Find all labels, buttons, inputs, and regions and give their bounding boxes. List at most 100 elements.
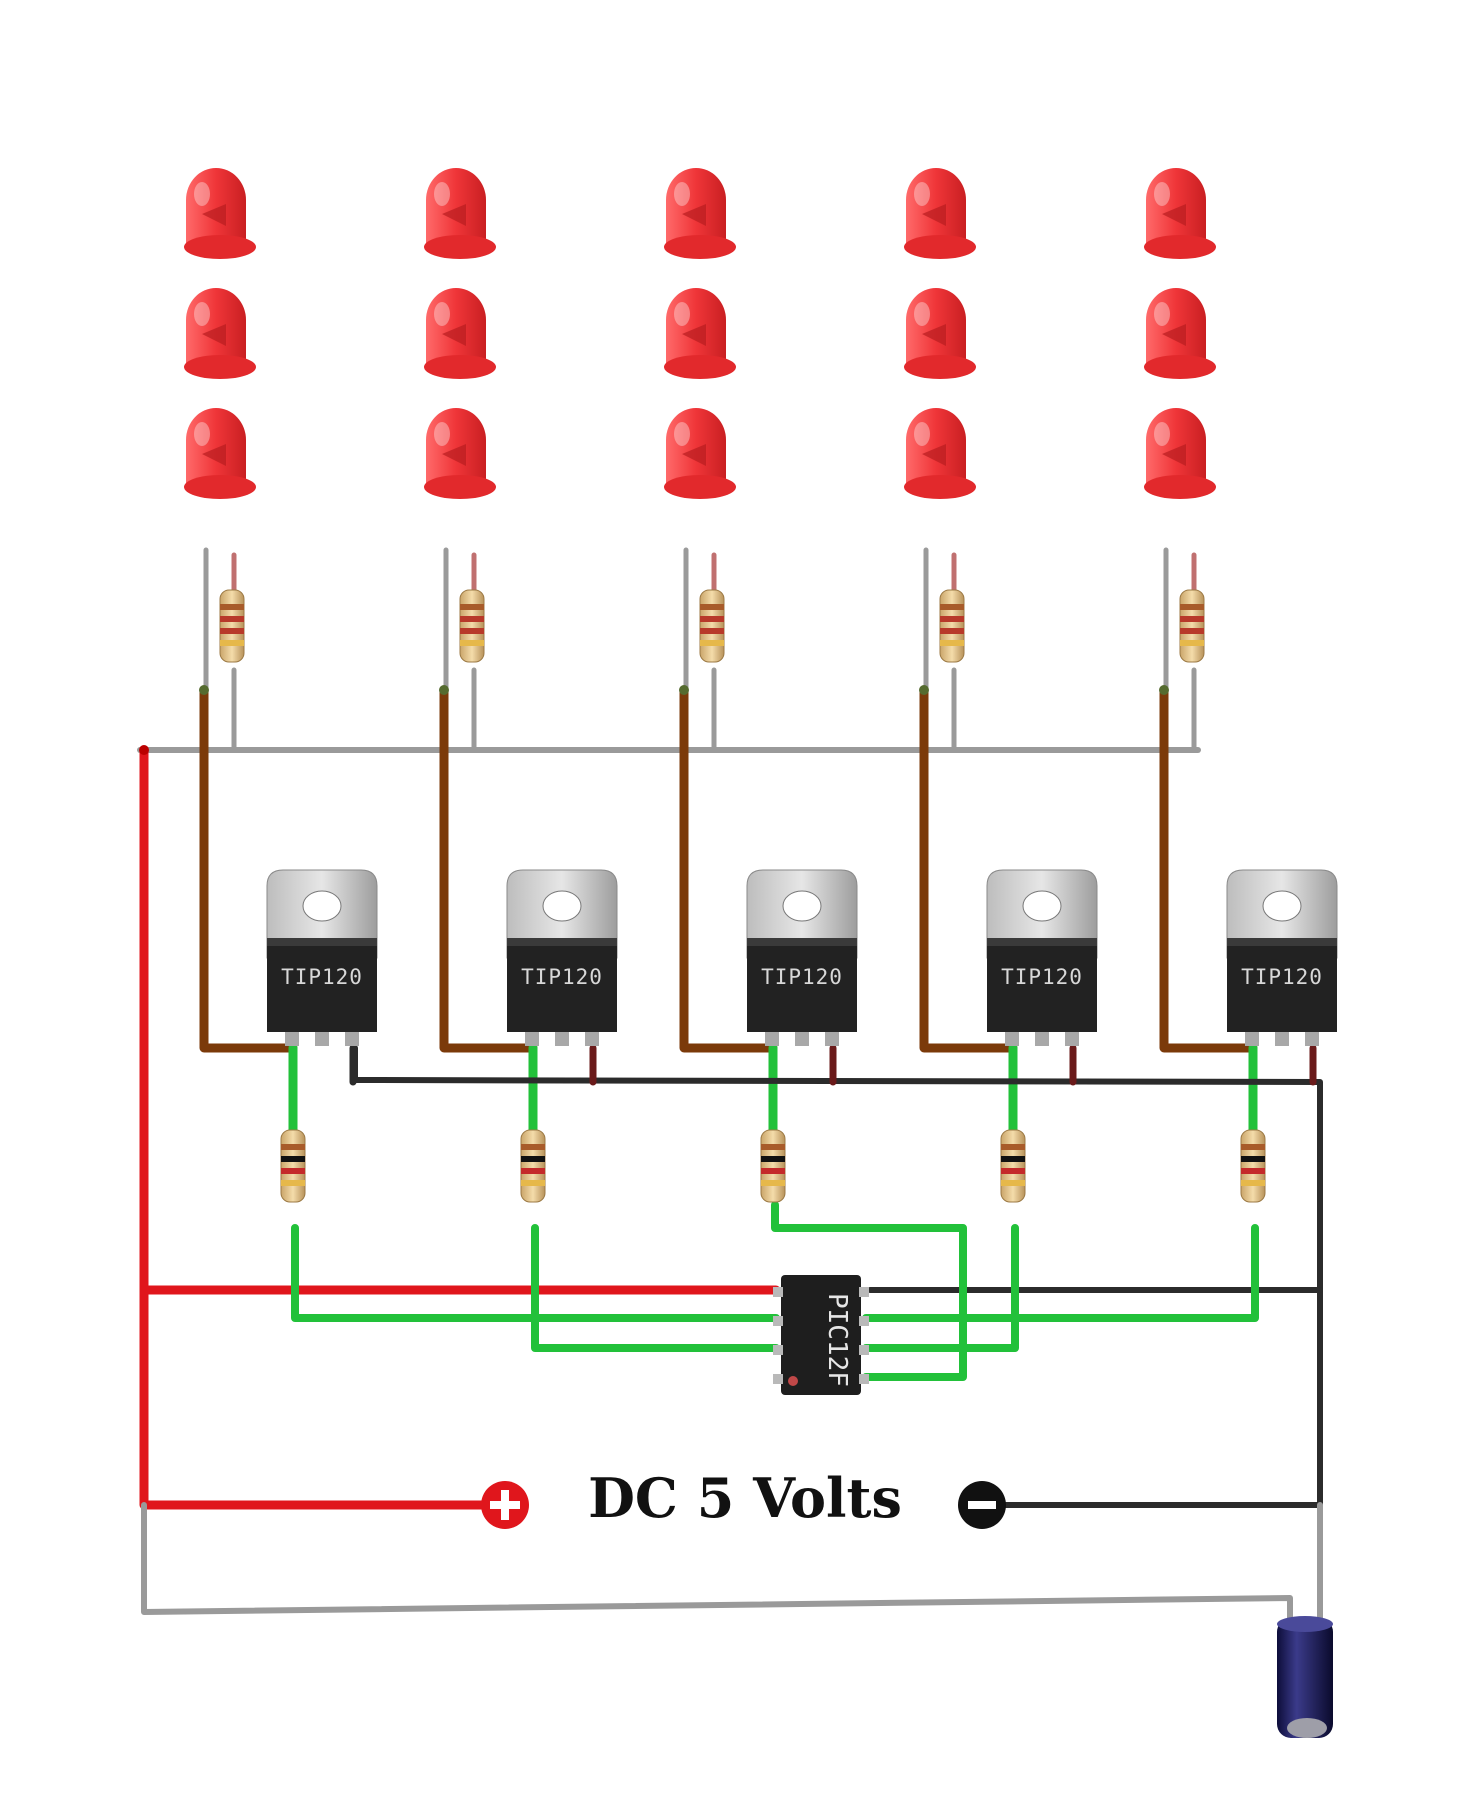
transistor-pin — [315, 1032, 329, 1046]
led-body — [906, 168, 966, 245]
transistor-body-edge — [267, 938, 377, 946]
transistor-label: TIP120 — [1001, 965, 1083, 989]
transistor-label: TIP120 — [761, 965, 843, 989]
resistor — [939, 589, 965, 663]
transistor-pin — [345, 1032, 359, 1046]
led-die — [682, 324, 706, 346]
resistor-band — [1180, 640, 1204, 646]
led-highlight — [1154, 302, 1170, 326]
led-die — [202, 204, 226, 226]
transistor-label: TIP120 — [521, 965, 603, 989]
led-rim — [904, 355, 976, 379]
resistor — [520, 1129, 546, 1203]
wire-junction — [919, 685, 929, 695]
resistor-body — [1000, 1129, 1026, 1203]
resistor — [280, 1129, 306, 1203]
led-die — [442, 204, 466, 226]
led-highlight — [674, 302, 690, 326]
chip-pin — [859, 1316, 869, 1326]
led-body — [426, 408, 486, 485]
resistor-band — [521, 1156, 545, 1162]
led-body — [186, 288, 246, 365]
led-body — [906, 288, 966, 365]
resistor-body — [1240, 1129, 1266, 1203]
transistor-pin — [1065, 1032, 1079, 1046]
resistor-band — [1241, 1180, 1265, 1186]
led-highlight — [674, 422, 690, 446]
led-rim — [904, 235, 976, 259]
resistor-band — [761, 1156, 785, 1162]
transistor-body — [987, 938, 1097, 1032]
wire-junction — [439, 685, 449, 695]
led-highlight — [434, 422, 450, 446]
led-highlight — [1154, 422, 1170, 446]
tip120-transistor: TIP120 — [986, 869, 1098, 1046]
tip120-transistor: TIP120 — [266, 869, 378, 1046]
resistor-band — [700, 640, 724, 646]
led-body — [666, 168, 726, 245]
control-wire — [531, 1224, 780, 1352]
led-rim — [904, 475, 976, 499]
led — [184, 168, 256, 259]
led — [664, 168, 736, 259]
resistor-body — [939, 589, 965, 663]
led-rim — [1144, 355, 1216, 379]
transistor-pin — [765, 1032, 779, 1046]
resistor — [219, 589, 245, 663]
mounting-hole — [782, 890, 822, 922]
resistor-band — [281, 1144, 305, 1150]
led-body — [1146, 288, 1206, 365]
led — [664, 408, 736, 499]
resistor-band — [1180, 604, 1204, 610]
led-body — [666, 288, 726, 365]
resistor-band — [220, 628, 244, 634]
chip-pin — [773, 1287, 783, 1297]
transistor-pin — [525, 1032, 539, 1046]
resistor-body — [459, 589, 485, 663]
led-die — [442, 324, 466, 346]
wire-junction — [139, 745, 149, 755]
wire-junction — [1159, 685, 1169, 695]
transistor-body — [1227, 938, 1337, 1032]
led-highlight — [914, 302, 930, 326]
collector-wire — [1159, 685, 1258, 1053]
capacitor-body — [1277, 1618, 1333, 1738]
wires — [137, 547, 1323, 1623]
resistor-band — [700, 616, 724, 622]
electrolytic-capacitor — [1277, 1616, 1333, 1738]
transistor-pin — [1275, 1032, 1289, 1046]
collector-wire — [679, 685, 778, 1053]
led — [1144, 288, 1216, 379]
chip-body — [781, 1275, 861, 1395]
chip-pin1-marker — [788, 1376, 798, 1386]
resistor-body — [520, 1129, 546, 1203]
wire-junction — [199, 685, 209, 695]
mounting-hole — [1262, 890, 1302, 922]
transistor-body-edge — [987, 938, 1097, 946]
led-highlight — [914, 182, 930, 206]
led — [1144, 408, 1216, 499]
wire-junction — [679, 685, 689, 695]
led-highlight — [1154, 182, 1170, 206]
transistor-body — [267, 938, 377, 1032]
capacitor-top — [1277, 1616, 1333, 1632]
chip-label: PIC12F — [822, 1293, 852, 1387]
transistor-pin — [1305, 1032, 1319, 1046]
led — [664, 288, 736, 379]
resistor — [699, 589, 725, 663]
led-die — [922, 444, 946, 466]
transistor-pin — [1005, 1032, 1019, 1046]
resistor-band — [220, 616, 244, 622]
mounting-hole — [542, 890, 582, 922]
led — [424, 408, 496, 499]
collector-wire — [199, 685, 298, 1053]
resistor-band — [761, 1144, 785, 1150]
resistor-band — [521, 1180, 545, 1186]
led-die — [682, 204, 706, 226]
led-highlight — [674, 182, 690, 206]
resistor — [459, 589, 485, 663]
chip-pin — [859, 1287, 869, 1297]
transistor-body-edge — [507, 938, 617, 946]
led-die — [202, 324, 226, 346]
chip-pin — [773, 1316, 783, 1326]
